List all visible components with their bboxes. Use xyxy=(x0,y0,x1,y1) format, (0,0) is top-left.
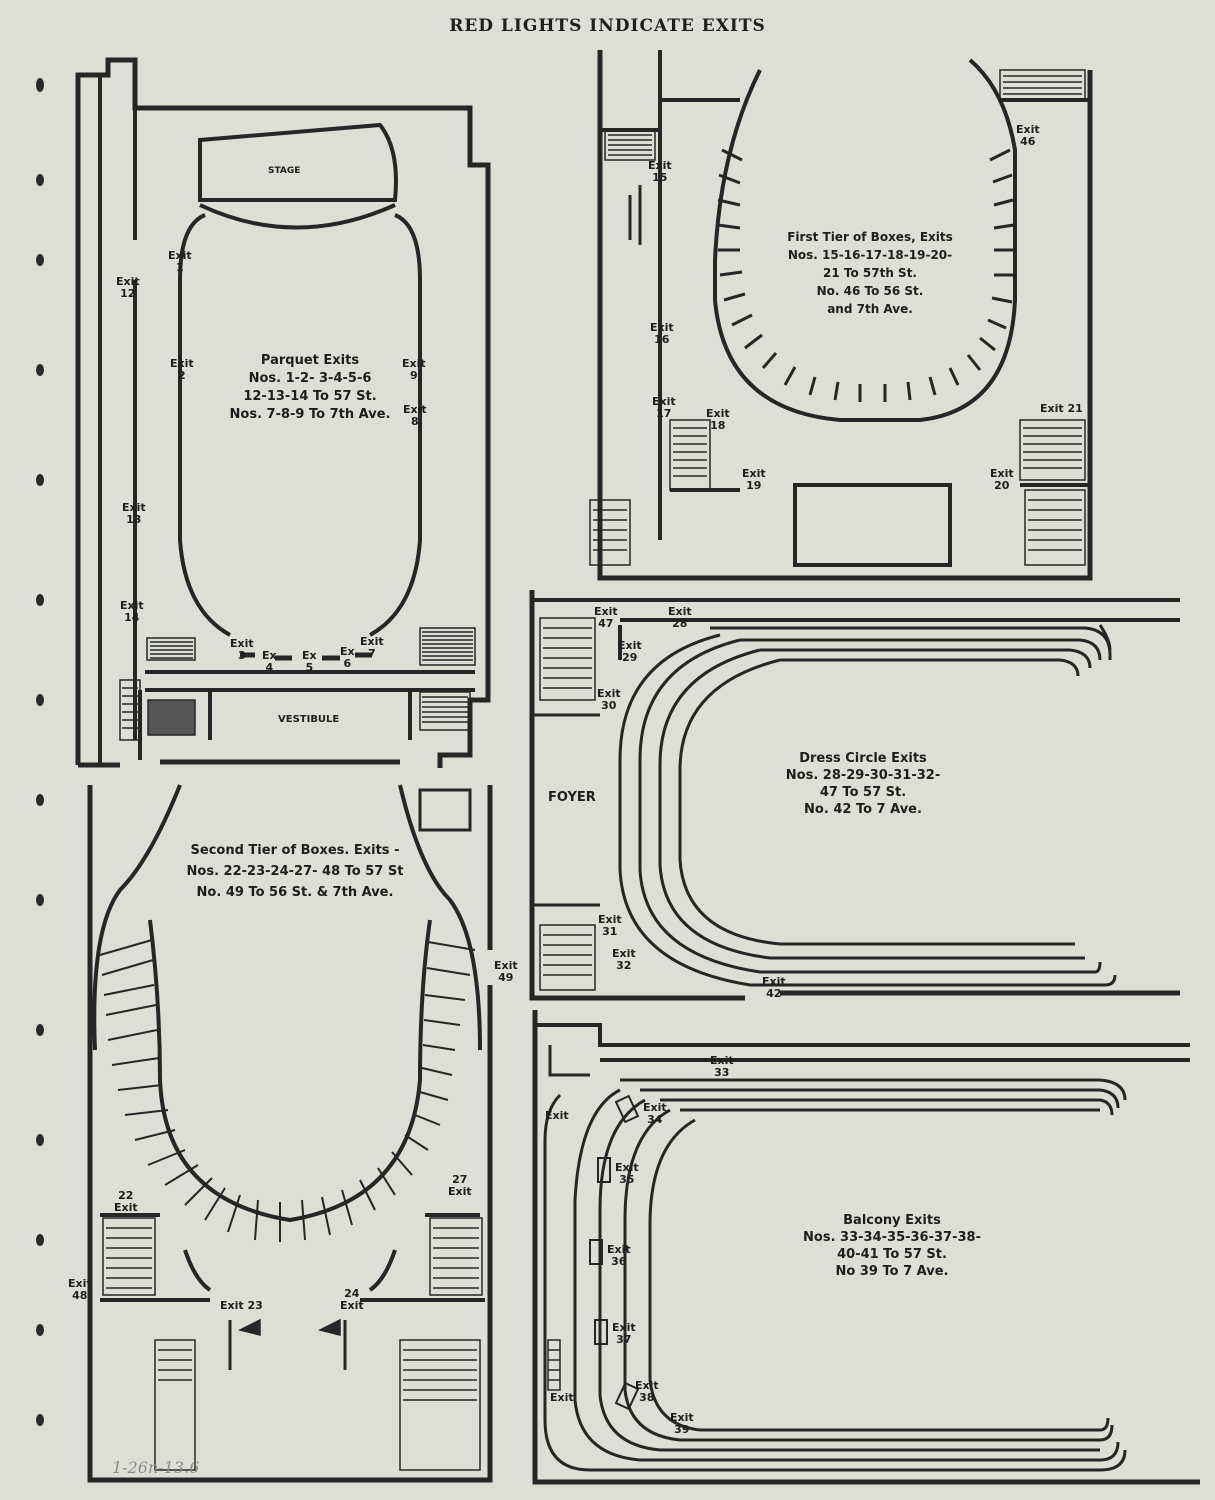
exit-28-label: Exit 28 xyxy=(668,605,692,630)
exit-34-label: Exit 34 xyxy=(643,1101,667,1126)
binding-holes xyxy=(36,78,44,1426)
exit-22-label: 22 Exit xyxy=(114,1189,138,1214)
exit-35-label: Exit 35 xyxy=(615,1161,639,1186)
exit-1-label: Exit 1 xyxy=(168,249,192,274)
dress-circle-stairs xyxy=(539,617,596,991)
exit-21-label: Exit 21 xyxy=(1040,402,1083,415)
balcony-plan xyxy=(532,1010,1200,1485)
exit-23-label: Exit 23 xyxy=(220,1299,263,1312)
exit-12-label: Exit 12 xyxy=(116,275,140,300)
exit-48-label: Exit 48 xyxy=(68,1277,92,1302)
exit-36-label: Exit 36 xyxy=(607,1243,631,1268)
exit-17-label: Exit 17 xyxy=(652,395,676,420)
exit-7-label: Exit 7 xyxy=(360,635,384,660)
second-tier-stairs xyxy=(102,1217,483,1471)
exit-2-label: Exit 2 xyxy=(170,357,194,382)
exit-16-label: Exit 16 xyxy=(650,321,674,346)
page-title: RED LIGHTS INDICATE EXITS xyxy=(449,16,766,36)
dress-circle-tiers xyxy=(618,624,1117,987)
exit-33-label: Exit 33 xyxy=(710,1054,734,1079)
exit-37-label: Exit 37 xyxy=(612,1321,636,1346)
exit-49-label: Exit 49 xyxy=(494,959,518,984)
handwritten-annotation: 1-26n-13.6 xyxy=(112,1458,200,1477)
exit-20-label: Exit 20 xyxy=(990,467,1014,492)
second-tier-exits-note: Second Tier of Boxes. Exits - Nos. 22-23… xyxy=(186,843,404,900)
exit-9-label: Exit 9 xyxy=(402,357,426,382)
parquet-stairs xyxy=(119,627,476,741)
exit-24-label: 24 Exit xyxy=(340,1287,364,1312)
second-tier-plan xyxy=(87,784,493,1483)
exit-13-label: Exit 13 xyxy=(122,501,146,526)
foyer-label: FOYER xyxy=(548,790,596,805)
exit-40-label: Exit xyxy=(545,1109,569,1122)
parquet-plan xyxy=(75,57,491,768)
vestibule-label: VESTIBULE xyxy=(278,714,340,725)
exit-29-label: Exit 29 xyxy=(618,639,642,664)
balcony-exits-note: Balcony Exits Nos. 33-34-35-36-37-38- 40… xyxy=(803,1213,981,1279)
exit-8-label: Exit 8 xyxy=(403,403,427,428)
exit-39-label: Exit 39 xyxy=(670,1411,694,1436)
exit-41-label: Exit xyxy=(550,1391,574,1404)
exit-46-label: Exit 46 xyxy=(1016,123,1040,148)
second-tier-stalls xyxy=(99,939,476,1242)
exit-30-label: Exit 30 xyxy=(597,687,621,712)
parquet-exits-note: Parquet Exits Nos. 1-2- 3-4-5-6 12-13-14… xyxy=(229,353,391,422)
exit-15-label: Exit 15 xyxy=(648,159,672,184)
exit-19-label: Exit 19 xyxy=(742,467,766,492)
balcony-tiers xyxy=(543,1078,1127,1472)
first-tier-box-stalls xyxy=(717,148,1015,402)
balcony-stairs xyxy=(547,1339,561,1391)
exit-32-label: Exit 32 xyxy=(612,947,636,972)
first-tier-stairs xyxy=(589,69,1086,566)
dress-circle-plan xyxy=(529,590,1180,1001)
exit-31-label: Exit 31 xyxy=(598,913,622,938)
balcony-boxes xyxy=(589,1094,640,1411)
exit-6-label: Ex 6 xyxy=(340,645,355,670)
exit-18-label: Exit 18 xyxy=(706,407,730,432)
exit-42-label: Exit 42 xyxy=(762,975,786,1000)
exit-3-label: Exit 3 xyxy=(230,637,254,662)
exit-47-label: Exit 47 xyxy=(594,605,618,630)
exit-14-label: Exit 14 xyxy=(120,599,144,624)
exit-27-label: 27 Exit xyxy=(448,1173,472,1198)
exit-4-label: Ex 4 xyxy=(262,649,277,674)
exit-38-label: Exit 38 xyxy=(635,1379,659,1404)
first-tier-exits-note: First Tier of Boxes, Exits Nos. 15-16-17… xyxy=(787,230,953,316)
stage-label: STAGE xyxy=(268,166,301,176)
dress-circle-exits-note: Dress Circle Exits Nos. 28-29-30-31-32- … xyxy=(785,751,941,817)
exit-5-label: Ex 5 xyxy=(302,649,317,674)
